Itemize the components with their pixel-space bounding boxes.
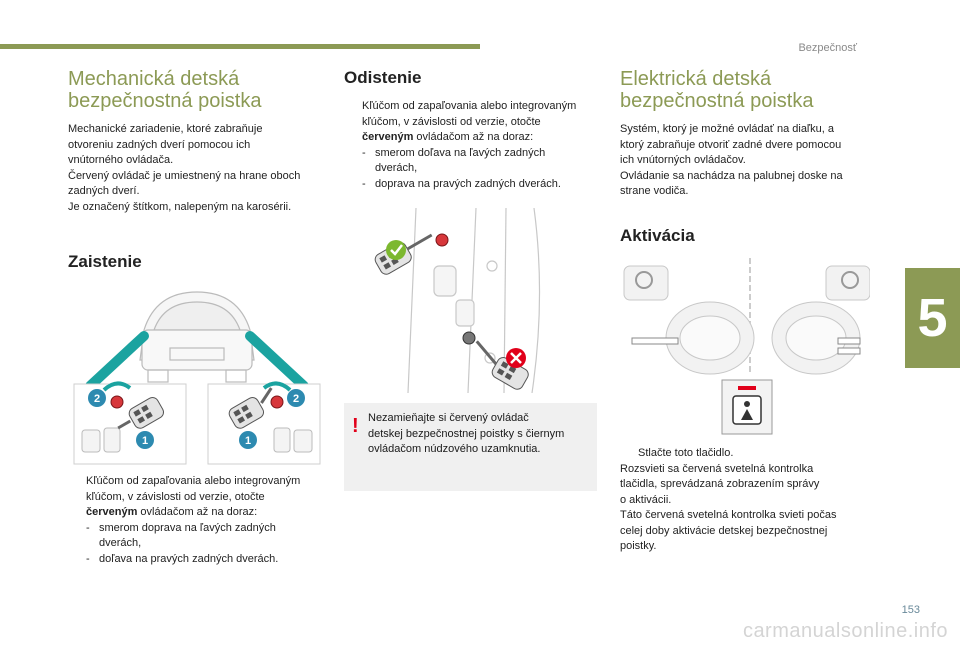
callout-2-left bbox=[88, 389, 106, 407]
text-line: otvoreniu zadných dverí pomocou ich bbox=[68, 138, 251, 151]
locking-instructions: Kľúčom od zapaľovania alebo integrovaným… bbox=[68, 474, 330, 567]
electric-lock-title: Elektrická detská bezpečnostná poistka bbox=[620, 68, 813, 112]
text-line: kľúčom, v závislosti od verzie, otočte bbox=[362, 115, 541, 128]
callout-1-left-label: 1 bbox=[142, 435, 148, 447]
watermark: carmanualsonline.info bbox=[742, 620, 948, 642]
unlocking-illustration bbox=[356, 208, 566, 393]
text-line: červeným ovládačom až na doraz: bbox=[68, 505, 330, 521]
text-line: doľava na pravých zadných dverách. bbox=[99, 552, 279, 565]
top-accent-bar bbox=[0, 44, 480, 49]
mechanical-lock-title: Mechanická detská bezpečnostná poistka bbox=[68, 68, 261, 112]
rotation-arrow-right bbox=[262, 381, 292, 392]
left-door-detail bbox=[81, 427, 121, 453]
unlocking-instructions: Kľúčom od zapaľovania alebo integrovaným… bbox=[344, 99, 606, 192]
text-line: Stlačte toto tlačidlo. bbox=[638, 447, 734, 459]
text-line: smerom doľava na ľavých zadných bbox=[375, 146, 546, 159]
locking-illustration: 2 1 2 1 bbox=[72, 290, 322, 466]
text-line: vnútorného ovládača. bbox=[68, 154, 174, 166]
text-line: dverách, bbox=[375, 162, 418, 174]
warning-box: ! Nezamieňajte si červený ovládač detske… bbox=[344, 403, 597, 491]
warning-icon: ! bbox=[352, 415, 359, 437]
callout-1-right bbox=[239, 431, 257, 449]
lower-key bbox=[475, 340, 529, 390]
text-line: o aktivácii. bbox=[620, 493, 672, 506]
electric-lock-intro: Systém, ktorý je možné ovládať na diaľku… bbox=[620, 122, 882, 200]
check-icon bbox=[386, 240, 406, 260]
dash-marker: - bbox=[362, 146, 366, 159]
text-line: Systém, ktorý je možné ovládať na diaľku… bbox=[620, 123, 834, 135]
text-line: zadných dverí. bbox=[68, 185, 140, 197]
activation-illustration bbox=[620, 258, 870, 438]
callout-2-left-label: 2 bbox=[94, 393, 100, 405]
locking-heading: Zaistenie bbox=[68, 252, 142, 271]
chapter-tab: 5 bbox=[905, 268, 960, 368]
text-line: Kľúčom od zapaľovania alebo integrovaným bbox=[362, 100, 577, 112]
title-line: bezpečnostná poistka bbox=[620, 90, 814, 112]
red-child-lock-right bbox=[270, 395, 284, 409]
rotation-arrow-left bbox=[102, 381, 132, 392]
right-key bbox=[228, 387, 273, 429]
text-line: celej doby aktivácie detskej bezpečnostn… bbox=[620, 524, 828, 537]
dash-marker: - bbox=[86, 552, 90, 565]
right-dashboard bbox=[771, 265, 870, 375]
red-child-lock bbox=[435, 233, 449, 247]
dash-marker: - bbox=[362, 177, 366, 190]
right-door-detail bbox=[273, 427, 313, 453]
title-line: Elektrická detská bbox=[620, 68, 772, 90]
callout-2-right-label: 2 bbox=[293, 393, 299, 405]
left-dashboard bbox=[623, 265, 755, 375]
callout-1-left bbox=[136, 431, 154, 449]
bold-word: červeným bbox=[362, 131, 414, 143]
switch-strip-right bbox=[837, 337, 861, 345]
activation-heading: Aktivácia bbox=[620, 226, 695, 245]
text-line: dverách, bbox=[99, 537, 142, 549]
text-line: ktorý zabraňuje otvoriť zadné dvere pomo… bbox=[620, 138, 842, 151]
indicator-light bbox=[738, 386, 756, 390]
text-fragment: ovládačom až na doraz: bbox=[413, 131, 534, 143]
text-line: Táto červená svetelná kontrolka svieti p… bbox=[620, 509, 837, 521]
bullet-icon bbox=[68, 474, 86, 490]
text-line: Nezamieňajte si červený ovládač bbox=[368, 412, 529, 424]
text-line: smerom doprava na ľavých zadných bbox=[99, 521, 276, 534]
bullet-icon bbox=[344, 99, 362, 115]
text-line: strane vodiča. bbox=[620, 185, 689, 197]
section-title: Bezpečnosť bbox=[798, 42, 857, 54]
left-key bbox=[117, 397, 165, 430]
car-rear-drawing bbox=[139, 291, 255, 383]
bold-word: červeným bbox=[86, 506, 138, 518]
title-line: Mechanická detská bbox=[68, 68, 240, 90]
text-line: detskej bezpečnostnej poistky s čiernym bbox=[368, 427, 565, 440]
text-line: tlačidla, sprevádzaná zobrazením správy bbox=[620, 478, 820, 490]
text-line: Mechanické zariadenie, ktoré zabraňuje bbox=[68, 123, 263, 135]
warning-text: Nezamieňajte si červený ovládač detskej … bbox=[368, 411, 590, 458]
text-line: Rozsvieti sa červená svetelná kontrolka bbox=[620, 462, 814, 475]
text-line: Kľúčom od zapaľovania alebo integrovaným bbox=[86, 475, 301, 487]
text-line: ich vnútorných ovládačov. bbox=[620, 154, 746, 166]
callout-2-right bbox=[287, 389, 305, 407]
title-line: bezpečnostná poistka bbox=[68, 90, 262, 112]
callout-1-right-label: 1 bbox=[245, 435, 251, 447]
text-fragment: ovládačom až na doraz: bbox=[137, 506, 258, 518]
dash-marker: - bbox=[86, 521, 90, 534]
black-emergency-lock bbox=[462, 331, 476, 345]
text-line: poistky. bbox=[620, 540, 657, 552]
text-line: kľúčom, v závislosti od verzie, otočte bbox=[86, 490, 265, 503]
text-line: Je označený štítkom, nalepeným na karosé… bbox=[68, 200, 292, 213]
switch-strip-left bbox=[631, 337, 679, 345]
text-line: Červený ovládač je umiestnený na hrane o… bbox=[68, 169, 301, 182]
text-line: Ovládanie sa nachádza na palubnej doske … bbox=[620, 169, 843, 182]
page-number: 153 bbox=[901, 604, 920, 616]
steering-wheel-icon-left bbox=[635, 271, 653, 289]
mechanical-lock-intro: Mechanické zariadenie, ktoré zabraňuje o… bbox=[68, 122, 330, 215]
unlocking-heading: Odistenie bbox=[344, 68, 422, 87]
text-line: červeným ovládačom až na doraz: bbox=[344, 130, 606, 146]
steering-wheel-icon-right bbox=[841, 271, 859, 289]
red-child-lock-left bbox=[110, 395, 124, 409]
bullet-icon bbox=[620, 446, 638, 462]
text-line: doprava na pravých zadných dverách. bbox=[375, 177, 561, 190]
text-line: ovládačom núdzového uzamknutia. bbox=[368, 443, 541, 455]
activation-instructions: Stlačte toto tlačidlo. Rozsvieti sa červ… bbox=[620, 446, 882, 555]
